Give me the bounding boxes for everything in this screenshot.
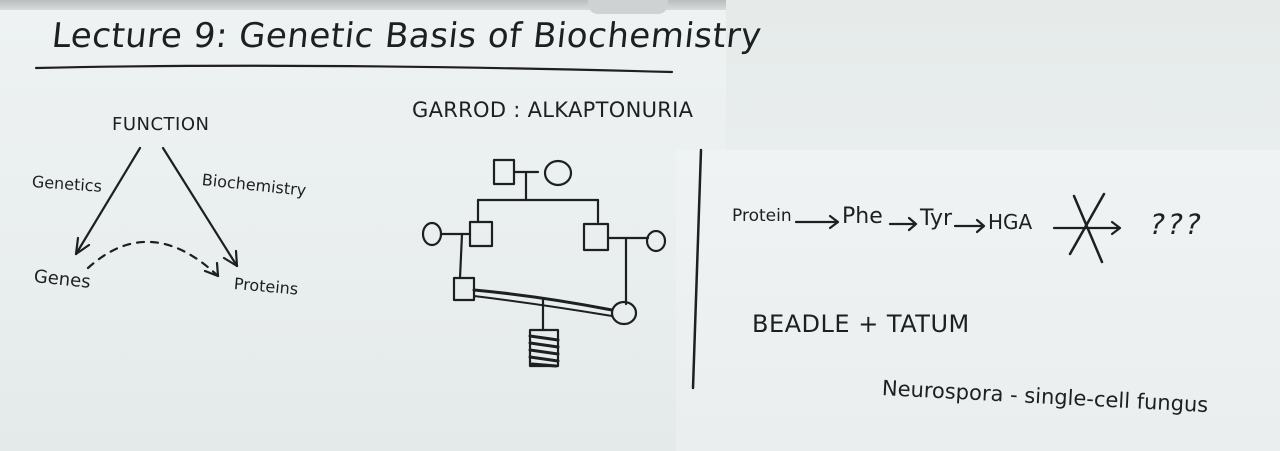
beadle-tatum-label: BEADLE + TATUM (752, 310, 970, 338)
pathway-phe: Phe (842, 204, 883, 229)
dashed-arrow-genes-to-proteins (86, 240, 220, 278)
arrow-phe-tyr (888, 216, 918, 232)
whiteboard-right-panel (676, 150, 1280, 451)
arrow-function-to-proteins (161, 146, 239, 268)
arrow-tyr-hga (953, 218, 986, 234)
function-label: FUNCTION (112, 114, 210, 135)
arrow-function-to-genes (74, 146, 142, 256)
title-underline (34, 64, 674, 74)
blocked-step-cross (1068, 192, 1106, 264)
pathway-hga: HGA (988, 210, 1033, 234)
arrow-protein-phe (794, 214, 840, 230)
pedigree-chart (421, 158, 667, 368)
pathway-tyr: Tyr (920, 206, 953, 231)
garrod-heading: GARROD : ALKAPTONURIA (412, 98, 694, 122)
whiteboard-right-top-panel (726, 0, 1280, 150)
board-top-rail (0, 0, 726, 10)
whiteboard-left-panel (0, 0, 726, 451)
pathway-unknown: ??? (1146, 208, 1208, 241)
lecture-title: Lecture 9: Genetic Basis of Biochemistry (49, 16, 764, 56)
rail-clip (588, 0, 668, 14)
pathway-protein: Protein (732, 206, 792, 226)
board-divider-line (691, 148, 703, 390)
